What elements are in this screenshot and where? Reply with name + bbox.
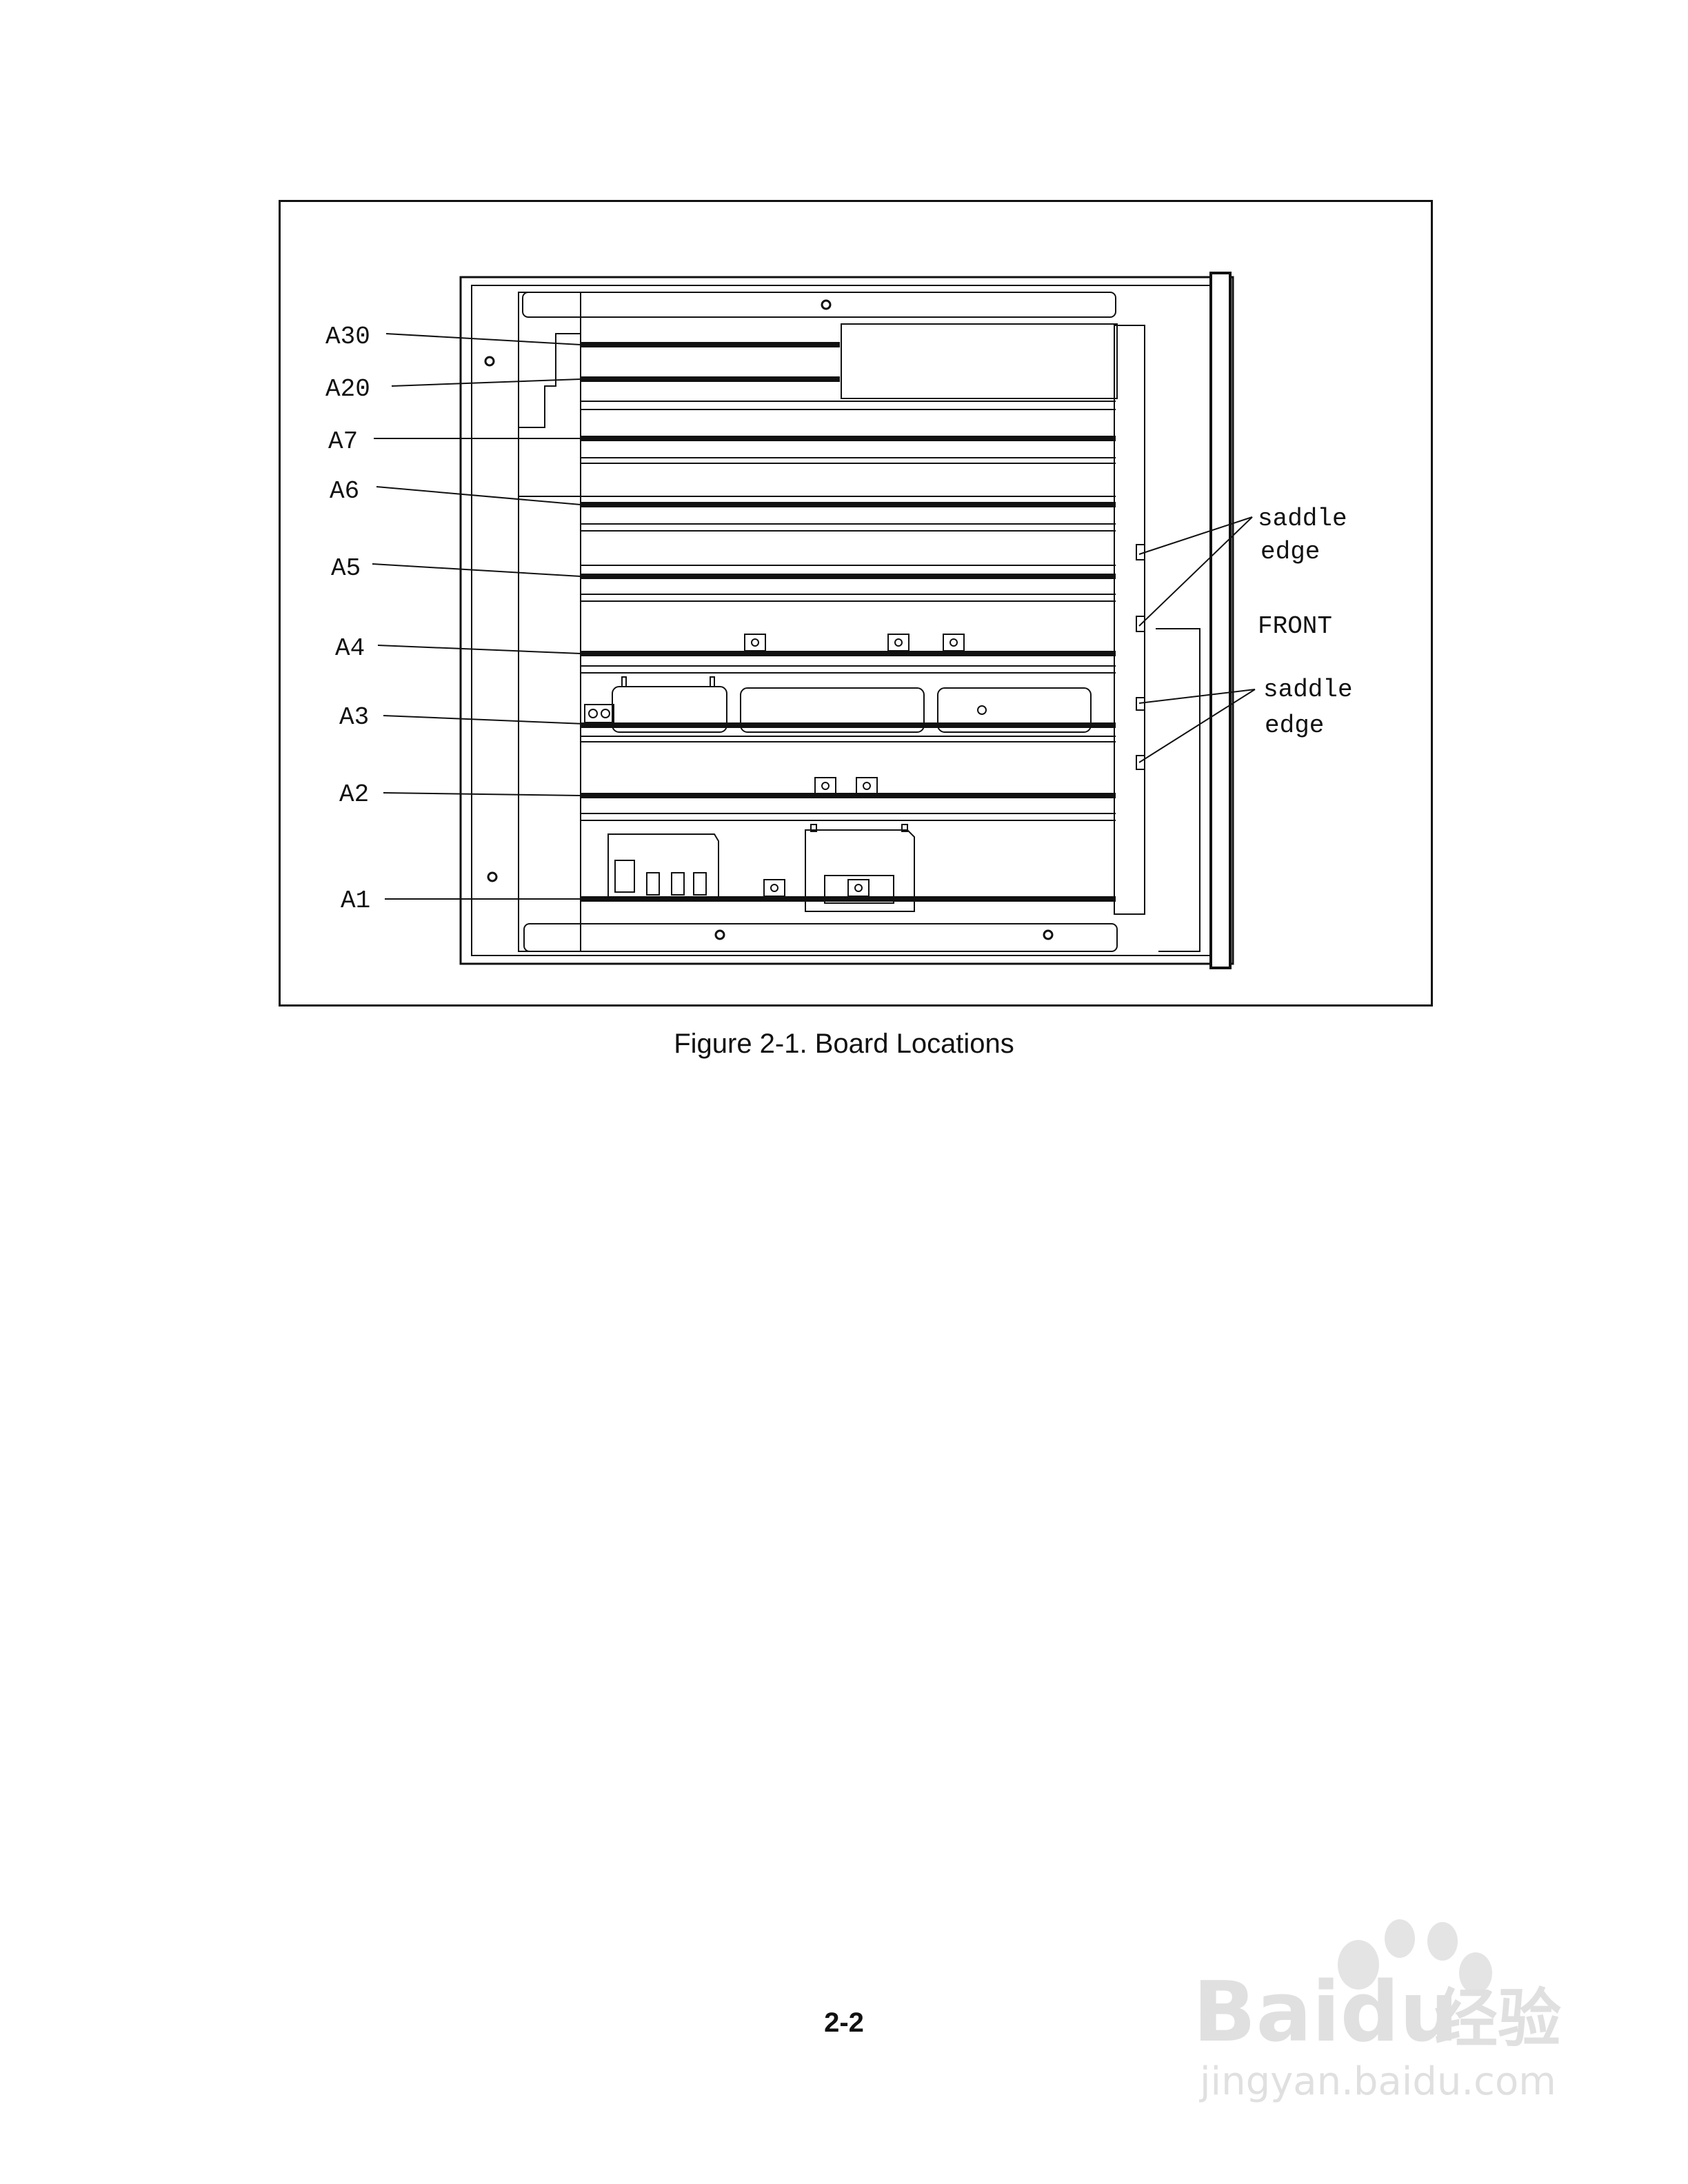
connector-pin — [588, 709, 598, 718]
component-module — [612, 686, 727, 733]
front-inner-bracket — [1156, 628, 1200, 952]
top-bracket — [522, 292, 1116, 318]
label-a2: A2 — [339, 780, 369, 809]
board-slot-a3 — [581, 722, 1116, 728]
board-clip — [744, 634, 766, 651]
left-rail — [518, 292, 581, 952]
board-guides — [581, 401, 1116, 821]
mount-hole — [821, 299, 832, 310]
label-a30: A30 — [325, 323, 370, 351]
leader-saddle-lower — [1138, 689, 1256, 704]
baidu-watermark-logo: Baidu 经验 jingyan.baidu.com — [1193, 1919, 1561, 2104]
label-a5: A5 — [331, 554, 361, 583]
leader-saddle-upper — [1138, 516, 1253, 555]
board-clip — [943, 634, 965, 651]
power-component — [693, 872, 707, 896]
board-slot-a2 — [581, 793, 1116, 798]
module-hole — [977, 705, 987, 715]
board-clip-hole — [854, 884, 863, 892]
label-saddle-upper: saddle — [1258, 505, 1347, 533]
leader-a30 — [385, 333, 581, 345]
leader-saddle-lower — [1138, 689, 1256, 763]
watermark-suffix: 经验 — [1434, 1982, 1561, 2056]
label-saddle-lower: saddle — [1263, 676, 1353, 704]
label-a4: A4 — [335, 634, 365, 663]
board-clip-hole — [821, 782, 830, 790]
page-number: 2-2 — [824, 2008, 864, 2038]
label-edge-lower: edge — [1265, 711, 1324, 740]
board-slot-a6 — [581, 502, 1116, 507]
module-tab — [901, 824, 908, 832]
paw-icon — [1338, 1919, 1492, 1994]
leader-a5 — [372, 563, 581, 577]
label-a1: A1 — [341, 887, 370, 915]
module-tab — [810, 824, 817, 832]
board-locations-diagram: A30 A20 A7 A6 A5 A4 A3 A2 A1 saddle edge… — [325, 272, 1353, 969]
board-slot-a20 — [581, 376, 840, 382]
leader-a2 — [383, 792, 581, 796]
board-clip-hole — [894, 638, 903, 647]
board-clip-hole — [863, 782, 871, 790]
power-component — [646, 872, 660, 896]
label-a6: A6 — [330, 477, 359, 505]
transformer-module — [805, 829, 915, 912]
power-component — [671, 872, 685, 896]
saddle-rail — [1114, 325, 1145, 915]
leader-a3 — [383, 715, 585, 725]
leader-a4 — [377, 645, 581, 654]
stepped-bracket — [518, 333, 581, 497]
board-slot-a7 — [581, 436, 1116, 441]
module-tab — [621, 676, 627, 687]
board-clip — [856, 777, 878, 795]
board-clip — [814, 777, 836, 795]
chassis-outline — [459, 276, 1234, 965]
module-tab — [710, 676, 715, 687]
mount-hole — [1043, 929, 1054, 940]
power-component — [614, 860, 635, 893]
bottom-bracket — [523, 923, 1118, 952]
label-a7: A7 — [328, 427, 358, 456]
board-slot-a1 — [581, 896, 1116, 902]
connector-pin — [601, 709, 610, 718]
component-module — [937, 687, 1092, 733]
power-module — [607, 833, 719, 896]
board-slot-a4 — [581, 651, 1116, 656]
board-slot-a30 — [581, 342, 840, 347]
board-slot-a5 — [581, 574, 1116, 579]
board-clip-hole — [950, 638, 958, 647]
label-edge-upper: edge — [1260, 538, 1320, 566]
front-panel — [1209, 272, 1232, 969]
transformer-base — [824, 875, 894, 904]
leader-saddle-upper — [1138, 516, 1253, 627]
chassis-inner — [471, 285, 1224, 956]
mount-hole — [484, 356, 495, 367]
connector-block — [584, 704, 614, 723]
mount-hole — [487, 871, 498, 882]
figure-caption: Figure 2-1. Board Locations — [674, 1029, 1014, 1059]
board-clip-hole — [751, 638, 759, 647]
board-clip — [887, 634, 910, 651]
leader-a20 — [391, 378, 581, 387]
watermark-brand: Baidu — [1193, 1965, 1458, 2061]
board-clip — [847, 879, 870, 897]
label-front: FRONT — [1258, 612, 1332, 640]
component-module — [740, 687, 925, 733]
board-clip — [763, 879, 785, 897]
board-clip-hole — [770, 884, 778, 892]
saddle-notches — [1136, 544, 1145, 770]
mount-hole — [714, 929, 725, 940]
label-a3: A3 — [339, 703, 369, 731]
label-a20: A20 — [325, 375, 370, 403]
empty-bay — [841, 323, 1118, 399]
watermark-url: jingyan.baidu.com — [1198, 2059, 1556, 2104]
leader-a6 — [376, 486, 581, 505]
